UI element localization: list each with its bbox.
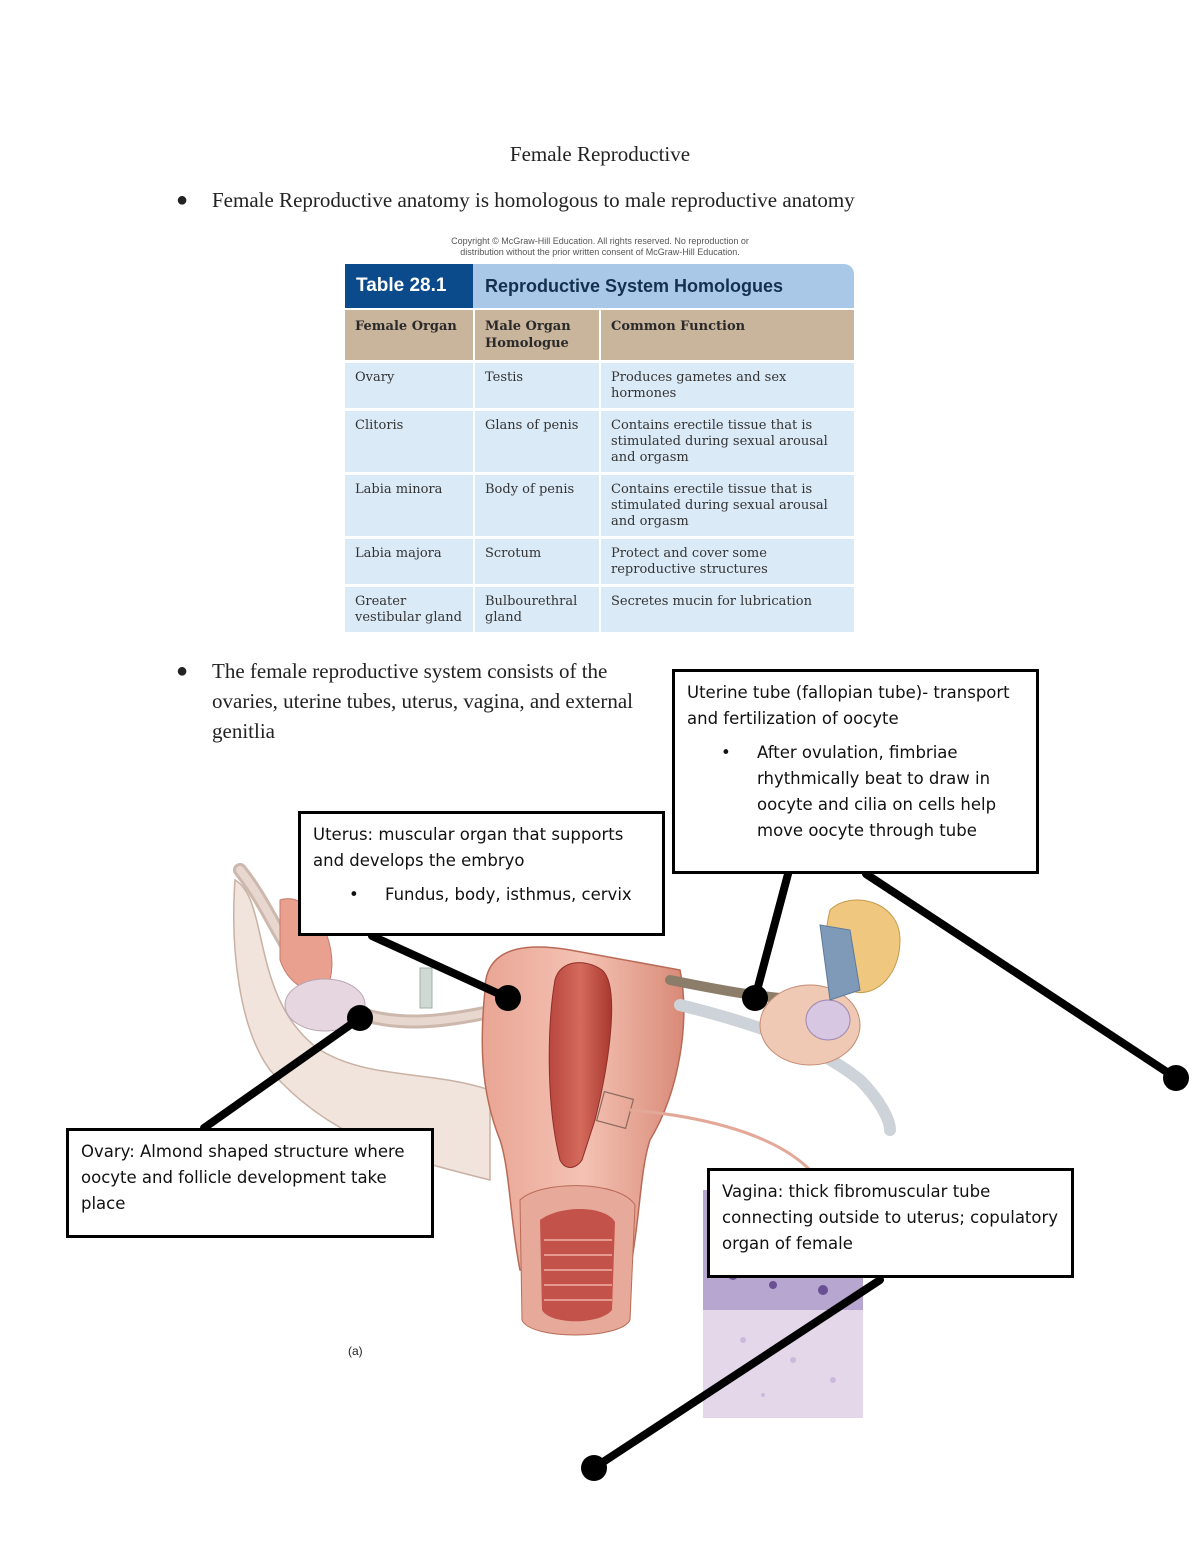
copyright-line: distribution without the prior written c… (345, 247, 855, 258)
copyright-line: Copyright © McGraw-Hill Education. All r… (345, 236, 855, 247)
page-title: Female Reproductive (0, 142, 1200, 167)
table-header-bar: Table 28.1 Reproductive System Homologue… (345, 264, 854, 308)
table-cell: Body of penis (474, 474, 600, 538)
table-cell: Contains erectile tissue that is stimula… (600, 410, 854, 474)
callout-uterine-tube: Uterine tube (fallopian tube)- transport… (672, 669, 1039, 874)
bullet-text: The female reproductive system consists … (212, 659, 633, 743)
bullet-dot: ● (176, 185, 188, 215)
callout-uterus: Uterus: muscular organ that supports and… (298, 811, 665, 936)
callout-text: Vagina: thick fibromuscular tube connect… (722, 1179, 1059, 1257)
callout-text: Ovary: Almond shaped structure where ooc… (81, 1139, 419, 1217)
table-cell: Bulbourethral gland (474, 586, 600, 633)
bullet-text: Female Reproductive anatomy is homologou… (212, 188, 855, 212)
copyright-notice: Copyright © McGraw-Hill Education. All r… (345, 236, 855, 258)
callout-ovary: Ovary: Almond shaped structure where ooc… (66, 1128, 434, 1238)
pointer-dot (1163, 1065, 1189, 1091)
bullet-homologous: ● Female Reproductive anatomy is homolog… (212, 185, 1112, 215)
homologues-table: Table 28.1 Reproductive System Homologue… (345, 264, 854, 632)
callout-text: Uterus: muscular organ that supports and… (313, 822, 650, 874)
callout-text: Uterine tube (fallopian tube)- transport… (687, 680, 1024, 732)
table-cell: Contains erectile tissue that is stimula… (600, 474, 854, 538)
table-cell: Scrotum (474, 538, 600, 586)
table-cell: Produces gametes and sex hormones (600, 362, 854, 410)
table-row: Labia minora Body of penis Contains erec… (345, 474, 854, 538)
table-cell: Protect and cover some reproductive stru… (600, 538, 854, 586)
table-row: Clitoris Glans of penis Contains erectil… (345, 410, 854, 474)
bullet-dot: ● (176, 656, 188, 686)
table-cell: Labia majora (345, 538, 474, 586)
table-cell: Labia minora (345, 474, 474, 538)
table-cell: Greater vestibular gland (345, 586, 474, 633)
callout-bullet: Fundus, body, isthmus, cervix (385, 882, 650, 908)
pointer-dot (581, 1455, 607, 1481)
table-title: Reproductive System Homologues (473, 264, 854, 308)
table-cell: Clitoris (345, 410, 474, 474)
figure-label: (a) (348, 1344, 363, 1358)
col-female-organ: Female Organ (345, 309, 474, 362)
table-row: Labia majora Scrotum Protect and cover s… (345, 538, 854, 586)
callout-vagina: Vagina: thick fibromuscular tube connect… (707, 1168, 1074, 1278)
homologues-grid: Female Organ Male Organ Homologue Common… (345, 308, 854, 632)
table-number: Table 28.1 (345, 264, 473, 308)
callout-bullet: After ovulation, fimbriae rhythmically b… (757, 740, 1024, 844)
bullet-system-parts: ● The female reproductive system consist… (212, 656, 662, 746)
table-row: Greater vestibular gland Bulbourethral g… (345, 586, 854, 633)
table-cell: Glans of penis (474, 410, 600, 474)
table-cell: Testis (474, 362, 600, 410)
col-male-organ: Male Organ Homologue (474, 309, 600, 362)
table-header-row: Female Organ Male Organ Homologue Common… (345, 309, 854, 362)
table-row: Ovary Testis Produces gametes and sex ho… (345, 362, 854, 410)
col-common-function: Common Function (600, 309, 854, 362)
table-cell: Ovary (345, 362, 474, 410)
table-cell: Secretes mucin for lubrication (600, 586, 854, 633)
